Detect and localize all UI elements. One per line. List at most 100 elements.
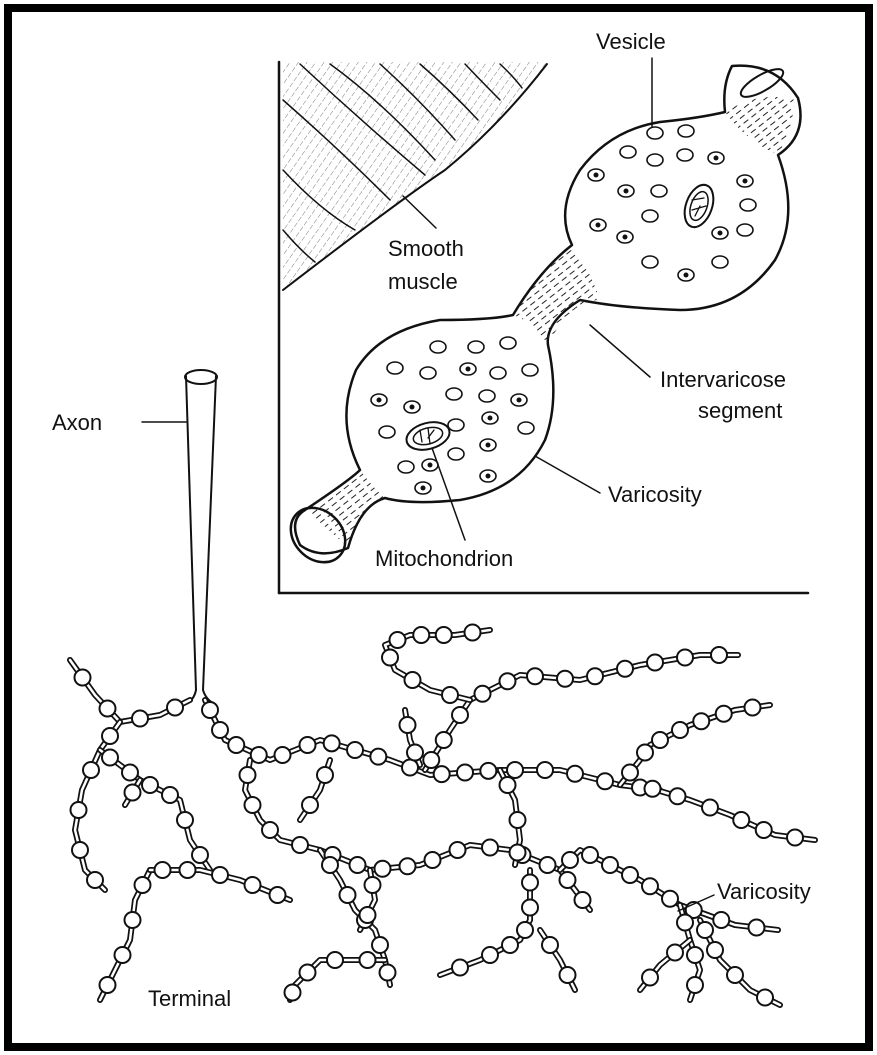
varicosity-bead	[365, 877, 381, 893]
varicosity-bead	[502, 937, 518, 953]
varicosity-bead	[697, 922, 713, 938]
varicosity-bead	[300, 737, 316, 753]
varicosity-bead	[83, 762, 99, 778]
varicosity-bead	[375, 861, 391, 877]
varicosity-bead	[115, 947, 131, 963]
varicosity-bead	[452, 707, 468, 723]
varicosity-bead	[787, 830, 803, 846]
varicosity-bead	[617, 661, 633, 677]
varicosity-bead	[370, 749, 386, 765]
varicosity-bead	[480, 763, 496, 779]
varicosity-bead	[442, 687, 458, 703]
varicosity-bead	[400, 717, 416, 733]
varicosity-bead	[707, 942, 723, 958]
varicosity-bead	[670, 788, 686, 804]
varicosity-bead	[522, 875, 538, 891]
terminal-branch	[425, 655, 738, 770]
varicosity-bead	[510, 812, 526, 828]
varicosity-bead	[360, 952, 376, 968]
varicosity-bead	[142, 777, 158, 793]
varicosity-bead	[380, 965, 396, 981]
inset-panel: Vesicle Smooth muscle Intervaricose segm…	[279, 29, 808, 593]
smooth-muscle-label-line1: Smooth	[388, 236, 464, 261]
varicosity-bead	[567, 766, 583, 782]
varicosity-bead	[240, 767, 256, 783]
varicosity-bead	[662, 891, 678, 907]
varicosity-bead	[687, 947, 703, 963]
varicosity-bead	[457, 765, 473, 781]
varicosity-bead	[347, 742, 363, 758]
varicosity-bead	[212, 722, 228, 738]
mitochondrion-label: Mitochondrion	[375, 546, 513, 571]
varicosity-bead	[292, 837, 308, 853]
varicosity-bead	[340, 887, 356, 903]
varicosity-bead	[262, 822, 278, 838]
varicosity-bead	[270, 887, 286, 903]
varicosity-bead	[465, 625, 481, 641]
varicosity-bead	[87, 872, 103, 888]
varicosity-bead	[713, 912, 729, 928]
vesicle-label: Vesicle	[596, 29, 666, 54]
varicosity-bead	[135, 877, 151, 893]
mitochondrion-upper	[679, 181, 718, 231]
varicosity-bead	[452, 960, 468, 976]
varicosity-bead	[102, 728, 118, 744]
varicosity-bead	[423, 752, 439, 768]
varicosity-bead	[557, 671, 573, 687]
varicosity-inset-label: Varicosity	[608, 482, 702, 507]
varicosity-bead	[436, 732, 452, 748]
varicosity-bead	[602, 857, 618, 873]
varicosity-main-label: Varicosity	[717, 879, 811, 904]
varicosity-bead	[100, 701, 116, 717]
varicosity-inset-leader	[535, 456, 600, 493]
varicosity-bead	[132, 711, 148, 727]
varicosity-bead	[390, 632, 406, 648]
varicosity-bead	[180, 862, 196, 878]
varicosity-bead	[560, 872, 576, 888]
varicosity-bead	[413, 627, 429, 643]
vesicles-upper	[588, 125, 756, 281]
varicosity-bead	[202, 702, 218, 718]
varicosity-bead	[300, 965, 316, 981]
varicosity-bead	[100, 977, 116, 993]
varicosity-bead	[582, 847, 598, 863]
varicosity-bead	[75, 670, 91, 686]
varicosity-bead	[733, 812, 749, 828]
mitochondrion-leader	[432, 448, 465, 540]
varicosity-bead	[125, 912, 141, 928]
varicosity-bead	[642, 970, 658, 986]
varicosity-bead	[327, 952, 343, 968]
varicosity-bead	[537, 762, 553, 778]
varicosity-bead	[527, 668, 543, 684]
varicosity-bead	[482, 840, 498, 856]
varicosity-bead	[693, 713, 709, 729]
varicosity-bead	[434, 766, 450, 782]
varicosity-bead	[587, 668, 603, 684]
varicosity-bead	[402, 760, 418, 776]
varicosity-bead	[425, 852, 441, 868]
varicosity-bead	[677, 650, 693, 666]
varicosity-bead	[645, 781, 661, 797]
varicosity-bead	[677, 915, 693, 931]
varicosity-bead	[212, 867, 228, 883]
varicosity-bead	[672, 722, 688, 738]
varicosity-bead	[245, 877, 261, 893]
varicosity-bead	[302, 797, 318, 813]
varicosity-bead	[510, 845, 526, 861]
varicosity-bead	[622, 867, 638, 883]
axon-label: Axon	[52, 410, 102, 435]
varicosity-bead	[716, 706, 732, 722]
mitochondrion-lower	[403, 418, 452, 455]
intervaricose-leader	[590, 325, 650, 377]
varicosity-bead	[177, 812, 193, 828]
varicosity-bead	[597, 773, 613, 789]
varicosity-bead	[562, 852, 578, 868]
varicosity-bead	[102, 750, 118, 766]
varicosity-bead	[667, 945, 683, 961]
varicosity-bead	[757, 990, 773, 1006]
varicosity-bead	[72, 842, 88, 858]
varicosity-bead	[575, 892, 591, 908]
varicosity-bead	[727, 967, 743, 983]
varicosity-bead	[407, 745, 423, 761]
